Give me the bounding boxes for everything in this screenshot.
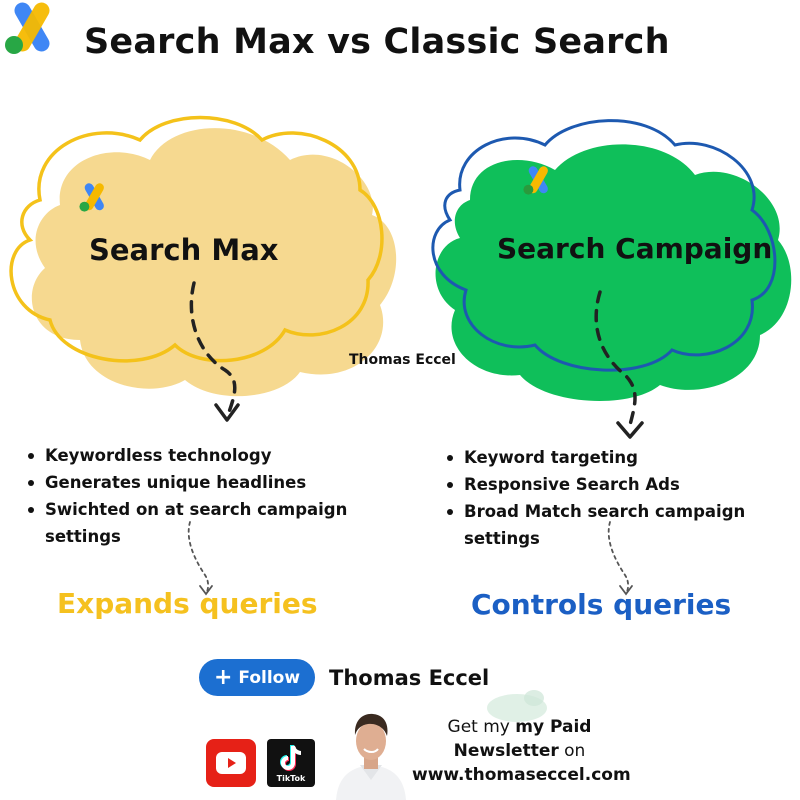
plus-icon: + [213,664,233,690]
website-link[interactable]: www.thomaseccel.com [412,765,631,785]
right-dashed-arrow [594,290,637,427]
search-max-cloud [9,115,397,397]
search-campaign-title: Search Campaign [497,232,773,265]
list-item: Keyword targeting [447,444,800,471]
newsletter-suffix: on [558,741,586,761]
search-campaign-logo-icon [523,166,548,195]
page-title: Search Max vs Classic Search [84,22,670,62]
left-small-dotted-arrow [187,521,210,595]
tiktok-icon[interactable]: TikTok [267,739,315,787]
follow-label: Follow [238,667,301,688]
search-campaign-feature-list: Keyword targeting Responsive Search Ads … [444,444,800,552]
list-item: Responsive Search Ads [447,471,800,498]
search-campaign-outcome: Controls queries [471,588,732,621]
list-item: Generates unique headlines [28,469,415,496]
youtube-icon[interactable] [206,739,256,787]
search-max-feature-list: Keywordless technology Generates unique … [25,442,415,550]
list-item: Broad Match search campaign settings [447,498,800,552]
left-arrowhead [214,403,240,422]
search-max-logo-icon [79,183,104,212]
author-avatar [336,713,406,800]
newsletter-prefix: Get my [447,717,516,737]
list-item: Swichted on at search campaign settings [28,496,415,550]
watermark-text: Thomas Eccel [349,352,456,368]
tiktok-label: TikTok [276,774,306,783]
follow-button[interactable]: + Follow [199,659,315,696]
newsletter-callout: Get my my Paid Newsletter on www.thomase… [412,715,631,787]
author-name: Thomas Eccel [329,666,490,690]
google-ads-logo-icon [5,2,50,54]
search-max-outcome: Expands queries [57,587,318,620]
newsletter-bold: my Paid Newsletter [453,717,592,761]
list-item: Keywordless technology [28,442,415,469]
right-small-dotted-arrow [607,521,630,595]
search-max-title: Search Max [89,233,279,267]
decorative-splash [487,690,547,722]
tiktok-note-icon [280,745,302,771]
play-icon [216,752,246,774]
search-campaign-cloud [431,119,792,402]
right-arrowhead [616,421,644,439]
left-dashed-arrow [189,281,237,417]
